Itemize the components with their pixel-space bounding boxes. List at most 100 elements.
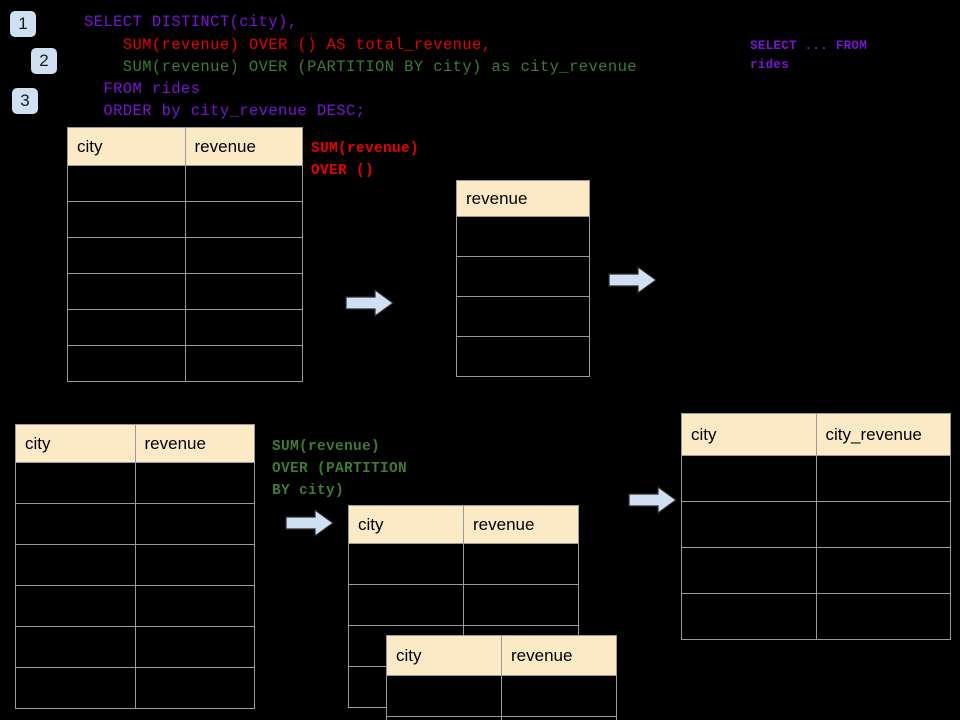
- step-badge-1: 1: [10, 11, 36, 37]
- table-cell: [134, 544, 255, 586]
- column-header-city: city: [681, 413, 817, 456]
- table-cell: [15, 585, 136, 627]
- table-cell: [134, 626, 255, 668]
- column-header-revenue: revenue: [501, 635, 617, 676]
- table-row: [67, 165, 303, 202]
- table-cell: [501, 716, 617, 720]
- table-row: [348, 543, 579, 585]
- table-row: [15, 544, 255, 586]
- arrow-source2-to-partition: [285, 508, 335, 538]
- table-cell: [184, 273, 303, 310]
- sql-line-total-revenue: SUM(revenue) OVER () AS total_revenue,: [84, 36, 492, 54]
- table-row: [456, 216, 590, 257]
- column-header-city: city: [15, 424, 136, 463]
- table-cell: [67, 345, 186, 382]
- table-row: [67, 273, 303, 310]
- table-row: [681, 455, 951, 502]
- table-cell: [456, 216, 590, 257]
- column-header-city_revenue: city_revenue: [815, 413, 951, 456]
- table-row: [67, 201, 303, 238]
- table-cell: [184, 237, 303, 274]
- table-cell: [134, 667, 255, 709]
- sql-line-order-by: ORDER by city_revenue DESC;: [84, 102, 366, 120]
- table-cell: [67, 237, 186, 274]
- table-row: [386, 716, 617, 720]
- sql-line-from: FROM rides: [84, 80, 201, 98]
- table-cell: [815, 593, 951, 640]
- table-cell: [15, 667, 136, 709]
- total-revenue-table: revenue: [456, 180, 590, 377]
- column-header-city: city: [67, 127, 186, 166]
- table-cell: [681, 501, 817, 548]
- table-cell: [456, 256, 590, 297]
- arrow-partition-to-result: [628, 485, 678, 515]
- table-cell: [67, 201, 186, 238]
- table-cell: [681, 455, 817, 502]
- table-cell: [463, 584, 579, 626]
- table-row: [15, 462, 255, 504]
- table-cell: [681, 593, 817, 640]
- column-header-revenue: revenue: [456, 180, 590, 217]
- table-row: [15, 585, 255, 627]
- table-row: [15, 503, 255, 545]
- table-header-row: revenue: [456, 180, 590, 217]
- table-cell: [815, 547, 951, 594]
- table-cell: [184, 165, 303, 202]
- table-cell: [386, 716, 502, 720]
- column-header-city: city: [386, 635, 502, 676]
- table-row: [456, 336, 590, 377]
- column-header-city: city: [348, 505, 464, 544]
- table-cell: [67, 309, 186, 346]
- table-cell: [134, 503, 255, 545]
- table-cell: [184, 201, 303, 238]
- table-cell: [15, 503, 136, 545]
- table-cell: [386, 675, 502, 717]
- step-badge-2: 2: [31, 48, 57, 74]
- table-cell: [184, 345, 303, 382]
- column-header-revenue: revenue: [184, 127, 303, 166]
- table-cell: [456, 336, 590, 377]
- table-row: [681, 547, 951, 594]
- table-cell: [463, 543, 579, 585]
- table-cell: [67, 165, 186, 202]
- table-row: [67, 309, 303, 346]
- column-header-revenue: revenue: [463, 505, 579, 544]
- arrow-total-to-result: [608, 265, 658, 295]
- annotation-sum-over-partition: SUM(revenue) OVER (PARTITION BY city): [272, 439, 408, 499]
- table-row: [348, 584, 579, 626]
- table-cell: [815, 455, 951, 502]
- table-row: [67, 237, 303, 274]
- sql-line-city-revenue: SUM(revenue) OVER (PARTITION BY city) as…: [84, 58, 637, 76]
- table-row: [67, 345, 303, 382]
- table-row: [15, 667, 255, 709]
- sql-line-select: SELECT DISTINCT(city),: [84, 13, 298, 31]
- table-cell: [67, 273, 186, 310]
- table-row: [681, 593, 951, 640]
- table-cell: [184, 309, 303, 346]
- table-row: [456, 296, 590, 337]
- step-badge-3: 3: [12, 88, 38, 114]
- table-cell: [681, 547, 817, 594]
- annotation-sum-over-empty: SUM(revenue) OVER (): [311, 141, 420, 179]
- column-header-revenue: revenue: [134, 424, 255, 463]
- table-row: [681, 501, 951, 548]
- table-cell: [15, 626, 136, 668]
- table-row: [15, 626, 255, 668]
- table-cell: [456, 296, 590, 337]
- table-cell: [15, 462, 136, 504]
- table-cell: [501, 675, 617, 717]
- table-cell: [15, 544, 136, 586]
- table-row: [386, 675, 617, 717]
- table-cell: [134, 585, 255, 627]
- table-row: [456, 256, 590, 297]
- arrow-source-to-total: [345, 288, 395, 318]
